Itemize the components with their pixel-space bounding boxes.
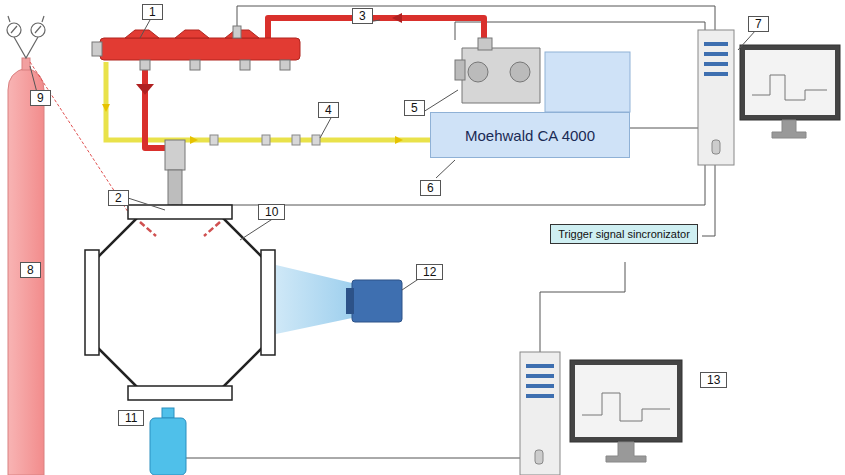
callout-number: 3 [352, 8, 373, 24]
callout-number: 10 [258, 204, 285, 220]
callout-number: 2 [108, 190, 129, 206]
callout-number: 7 [748, 16, 769, 32]
callout-number: 12 [416, 264, 443, 280]
callout-number: 11 [118, 410, 144, 426]
trigger-box: Trigger signal sincronizator [550, 224, 698, 244]
callout-number: 1 [142, 4, 163, 20]
callout-number: 5 [404, 100, 425, 116]
callout-number: 8 [20, 262, 41, 278]
callout-number: 6 [420, 180, 441, 196]
callout-number: 13 [700, 372, 727, 388]
node-text: Moehwald CA 4000 [465, 127, 595, 144]
node-text: Trigger signal sincronizator [558, 228, 690, 240]
callout-number: 4 [318, 102, 339, 118]
controller-box: Moehwald CA 4000 [430, 112, 630, 158]
callout-number: 9 [30, 90, 51, 106]
